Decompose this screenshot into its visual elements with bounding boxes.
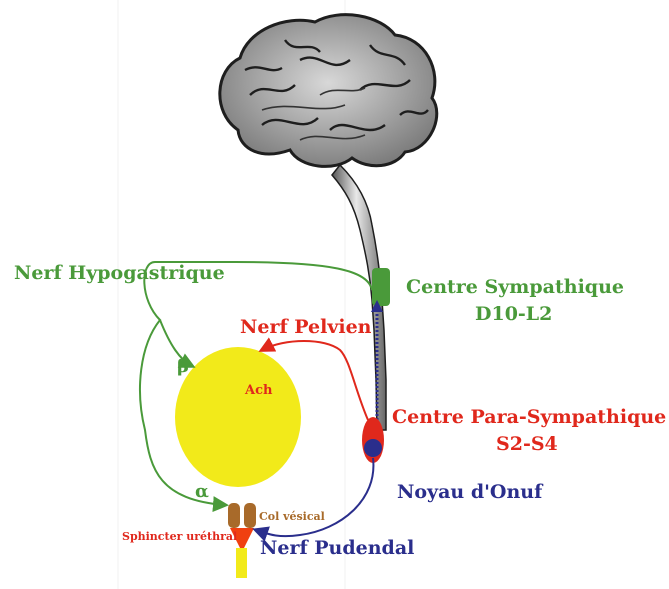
brain-icon <box>220 15 437 167</box>
label-nerf-hypogastrique: Nerf Hypogastrique <box>14 262 225 284</box>
label-beta: β <box>177 356 189 377</box>
label-nerf-pudendal: Nerf Pudendal <box>260 537 414 559</box>
label-ach: Ach <box>244 383 273 398</box>
label-centre-sympathique: Centre Sympathique <box>406 276 624 298</box>
onuf-nucleus <box>364 439 382 457</box>
label-alpha: α <box>195 481 209 502</box>
label-sphincter-urethral: Sphincter uréthral <box>122 530 237 543</box>
label-col-vesical: Col vésical <box>259 510 325 523</box>
sympathetic-center-block <box>372 268 390 306</box>
label-noyau-onuf: Noyau d'Onuf <box>397 481 544 503</box>
label-nerf-pelvien: Nerf Pelvien <box>240 316 372 338</box>
col-vesical-left <box>228 503 240 528</box>
label-para-sympathique-level: S2-S4 <box>496 433 558 455</box>
label-centre-para-sympathique: Centre Para-Sympathique <box>392 406 666 428</box>
urethra <box>236 548 247 578</box>
label-sympathique-level: D10-L2 <box>475 303 552 325</box>
bladder <box>175 347 301 487</box>
col-vesical-right <box>244 503 256 528</box>
